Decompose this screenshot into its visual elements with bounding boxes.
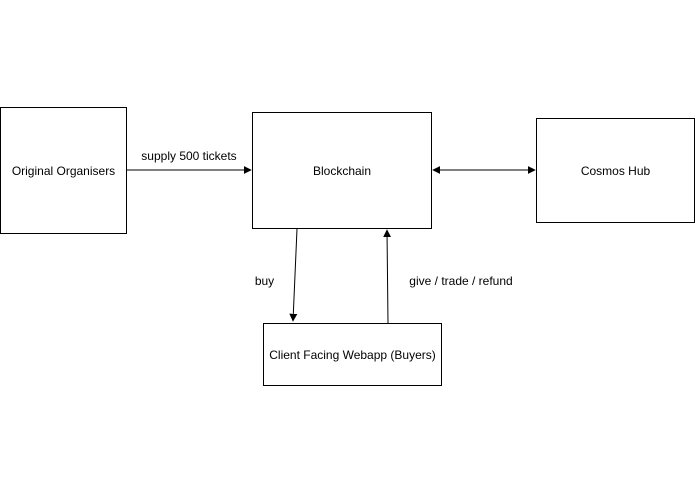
node-client-webapp-label: Client Facing Webapp (Buyers)	[269, 348, 436, 362]
node-original-organisers-label: Original Organisers	[12, 164, 115, 178]
node-cosmos-hub[interactable]: Cosmos Hub	[536, 118, 695, 223]
node-original-organisers[interactable]: Original Organisers	[0, 107, 127, 234]
edge-give-trade-refund: give / trade / refund	[383, 229, 513, 324]
edge-buy-label: buy	[255, 274, 274, 288]
node-client-webapp[interactable]: Client Facing Webapp (Buyers)	[263, 323, 442, 386]
node-cosmos-hub-label: Cosmos Hub	[581, 164, 651, 178]
edge-supply-label: supply 500 tickets	[141, 149, 236, 163]
edge-give-trade-refund-arrow	[383, 229, 392, 324]
edge-give-trade-refund-label: give / trade / refund	[409, 274, 512, 288]
edge-buy: buy	[255, 228, 298, 322]
edge-supply: supply 500 tickets	[127, 149, 252, 174]
node-blockchain[interactable]: Blockchain	[252, 112, 432, 229]
node-blockchain-label: Blockchain	[313, 164, 371, 178]
edge-buy-arrow	[289, 228, 298, 322]
